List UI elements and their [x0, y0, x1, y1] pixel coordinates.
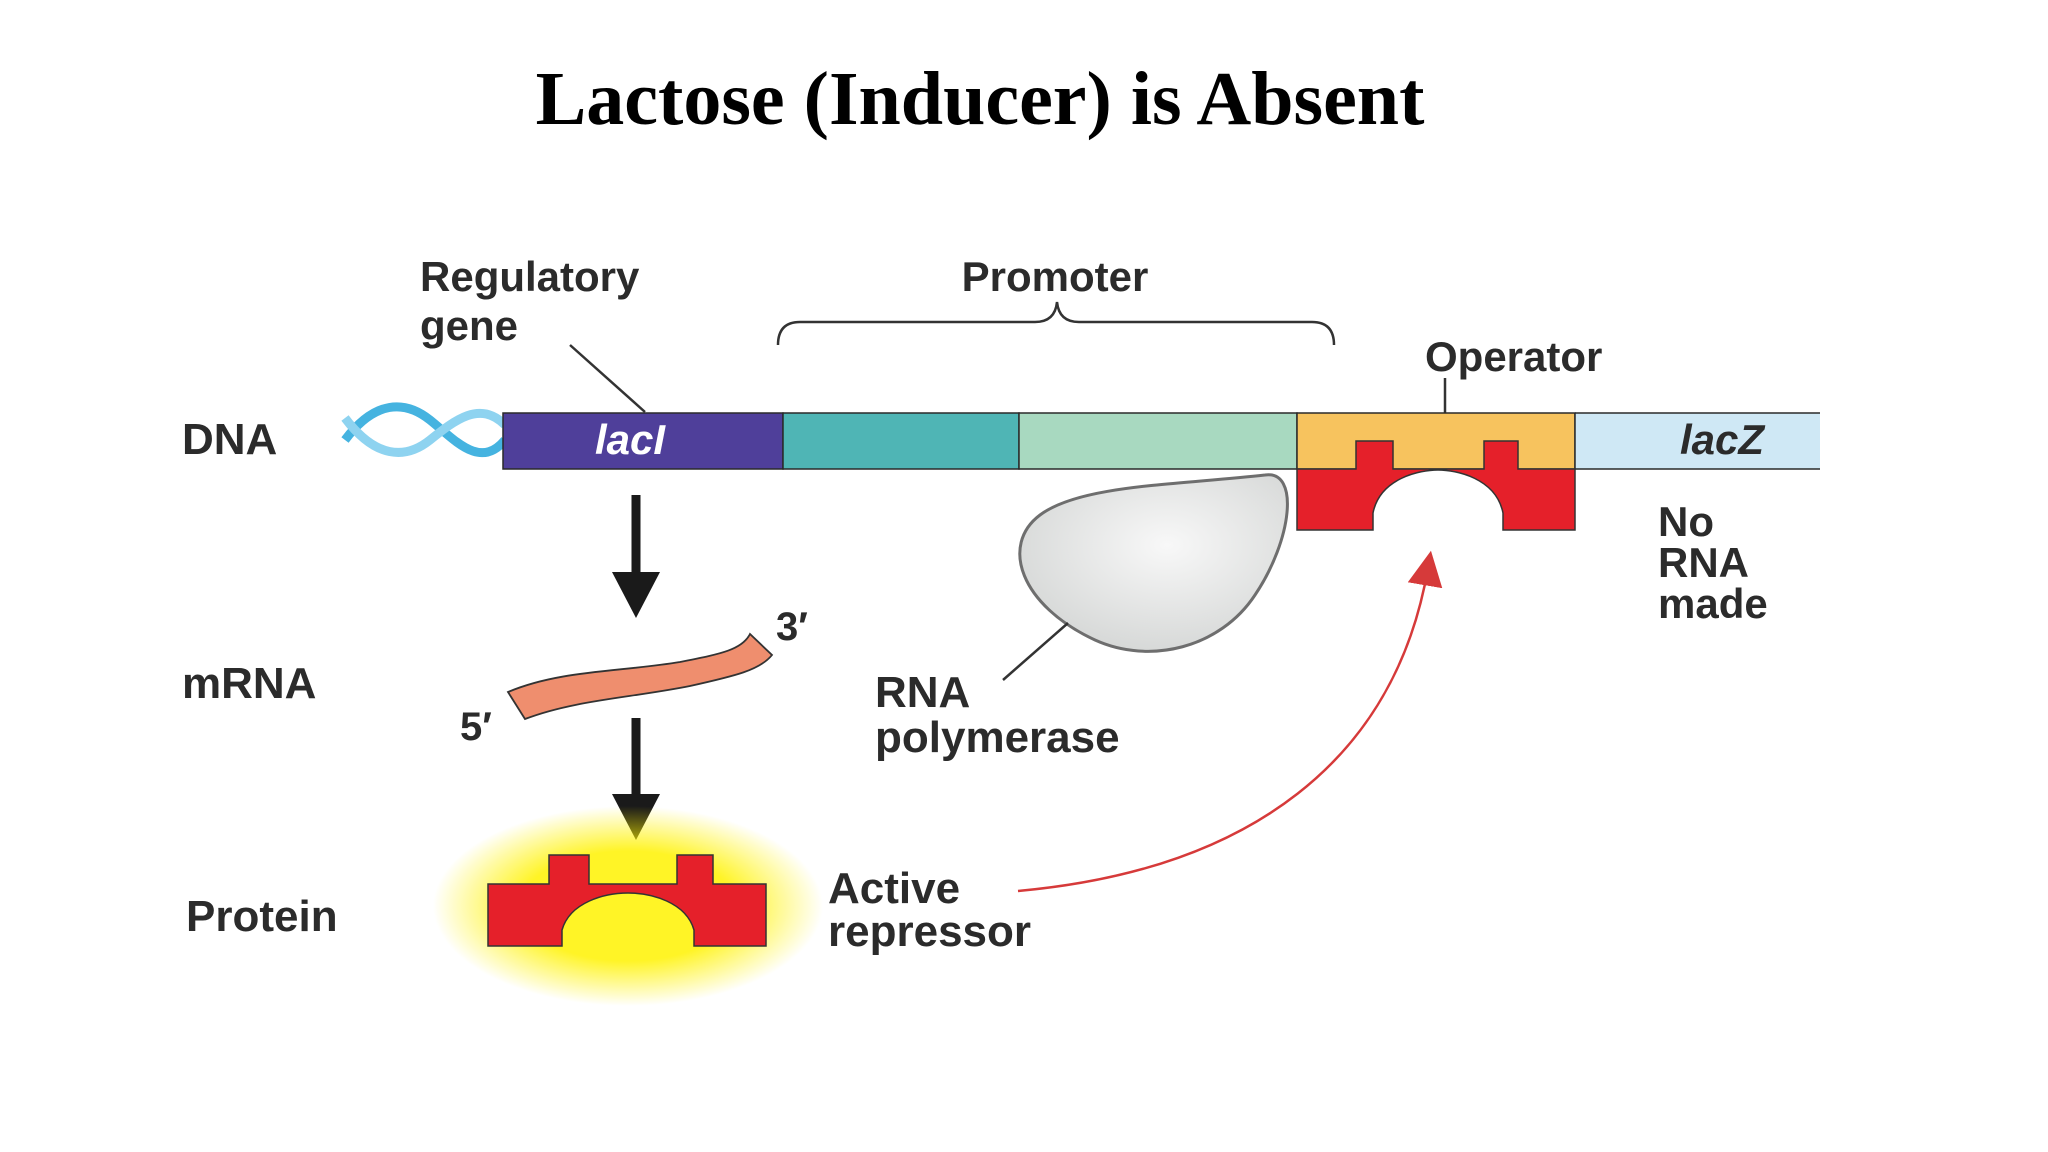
rna-polymerase-line1: RNA [875, 668, 970, 717]
promoter-segment-b [1018, 412, 1298, 470]
laci-label: lacI [595, 416, 666, 463]
rna-polymerase [1018, 473, 1289, 653]
bound-repressor [1296, 440, 1576, 531]
polymerase-leader [1002, 622, 1069, 681]
lacz-segment [1574, 412, 1820, 470]
promoter-segment-a [782, 412, 1020, 470]
five-prime-label: 5′ [460, 705, 492, 749]
promoter-text: Promoter [962, 253, 1149, 300]
no-rna-made-label: No RNA made [1658, 498, 1768, 627]
no-rna-line3: made [1658, 580, 1768, 627]
lacz-label: lacZ [1680, 416, 1765, 463]
rna-polymerase-label: RNA polymerase [875, 668, 1120, 762]
dna-label: DNA [182, 415, 277, 464]
protein-label: Protein [186, 892, 338, 941]
active-repressor-line1: Active [828, 864, 960, 913]
operator-text: Operator [1425, 333, 1602, 380]
mrna-strand [506, 632, 774, 721]
active-repressor [487, 854, 767, 947]
transcription-arrow [612, 495, 660, 618]
regulatory-gene-leader [569, 344, 646, 413]
three-prime-label: 3′ [776, 605, 808, 649]
operator-label: Operator [1425, 333, 1602, 413]
no-rna-line1: No [1658, 498, 1714, 545]
active-repressor-line2: repressor [828, 907, 1031, 956]
rna-polymerase-line2: polymerase [875, 713, 1120, 762]
promoter-label: Promoter [776, 253, 1336, 346]
no-rna-line2: RNA [1658, 539, 1749, 586]
repressor-binding-arrow [1017, 550, 1443, 893]
mrna-label: mRNA [182, 659, 316, 708]
regulatory-gene-line2: gene [420, 302, 518, 349]
operator-segment [1296, 412, 1576, 470]
promoter-bracket [776, 301, 1336, 346]
repressor-glow [433, 806, 823, 1006]
active-repressor-label: Active repressor [828, 864, 1031, 956]
dna-helix [341, 402, 509, 458]
laci-segment [502, 412, 784, 470]
regulatory-gene-label: Regulatory gene [420, 253, 646, 413]
slide-title: Lactose (Inducer) is Absent [535, 57, 1425, 141]
regulatory-gene-line1: Regulatory [420, 253, 640, 300]
